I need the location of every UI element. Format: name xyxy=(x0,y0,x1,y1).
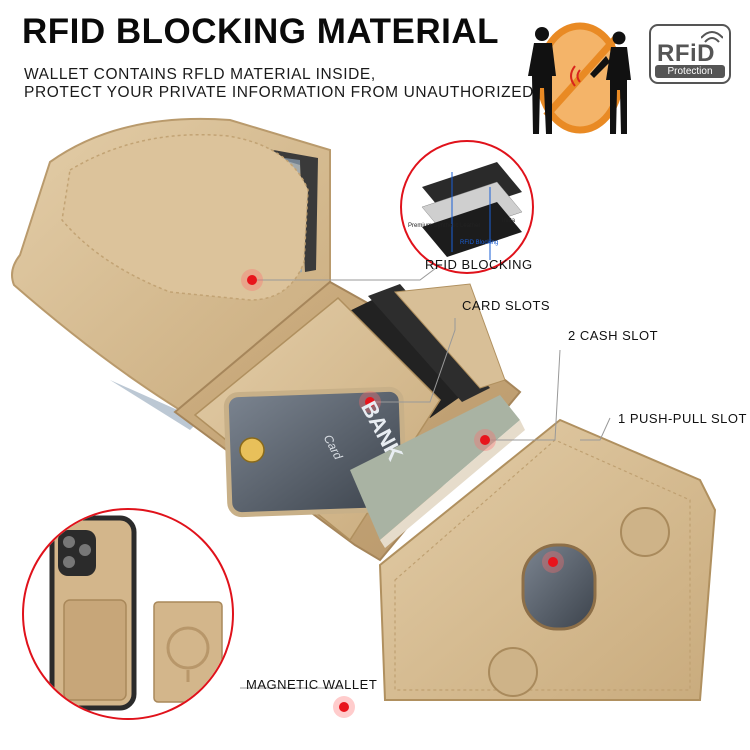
subtitle-line-2: PROTECT YOUR PRIVATE INFORMATION FROM UN… xyxy=(24,84,596,101)
feature-label-rfid-blocking: RFID BLOCKING xyxy=(425,257,533,272)
wallet-right-panel xyxy=(378,418,717,701)
phone-case-circle xyxy=(22,508,234,720)
magnet-snap xyxy=(620,507,670,557)
feature-label-cash-slot: 2 CASH SLOT xyxy=(568,328,659,343)
hotspot-dots xyxy=(241,269,564,718)
feature-label-card-slots: CARD SLOTS xyxy=(462,298,551,313)
push-pull-window xyxy=(521,543,597,631)
wireless-icon xyxy=(701,31,723,43)
signal-waves-icon xyxy=(570,65,581,87)
magnet-snap xyxy=(488,647,538,697)
magsafe-ring-icon xyxy=(166,626,210,670)
banknote xyxy=(350,395,520,540)
badge-main-text: RFiD xyxy=(657,40,715,67)
layer-label-rfid: RFID Blocking xyxy=(460,240,499,246)
badge-sub-text: Protection xyxy=(655,65,725,78)
feature-label-magnetic-wallet: MAGNETIC WALLET xyxy=(246,677,378,692)
wallet-left-panel xyxy=(11,117,331,430)
layer-label-leather: Premium Synthetic Leather xyxy=(408,223,481,229)
feature-label-push-pull-slot: 1 PUSH-PULL SLOT xyxy=(618,411,747,426)
globe-icon xyxy=(239,437,265,463)
person-silhouette-icon xyxy=(528,27,631,134)
wallet-middle-panel xyxy=(173,280,525,562)
black-card xyxy=(368,284,490,402)
subtitle-line-1: WALLET CONTAINS RFLD MATERIAL INSIDE, xyxy=(24,66,376,83)
rfid-layers-diagram xyxy=(400,140,534,274)
page-title: RFID BLOCKING MATERIAL xyxy=(22,12,499,51)
no-skimming-illustration xyxy=(528,22,631,134)
layer-label-imitation: Imita xyxy=(502,218,516,224)
rfid-protection-badge: RFiD Protection xyxy=(649,24,731,84)
